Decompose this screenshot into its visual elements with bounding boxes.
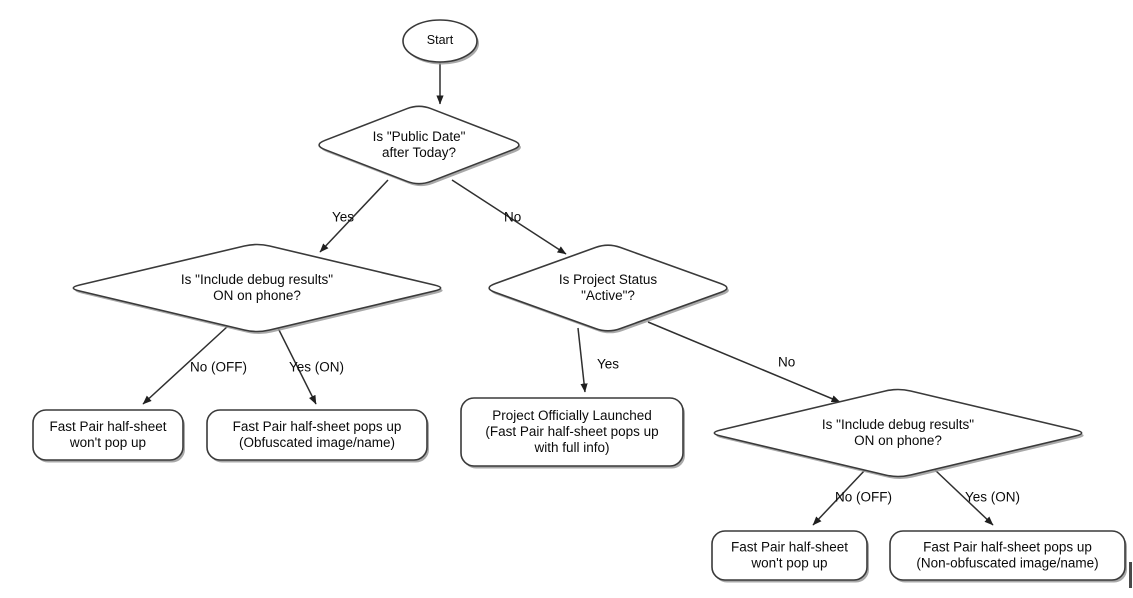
edge-public-date-yes bbox=[319, 179, 389, 253]
edge-debug-left-yes-on-label: Yes (ON) bbox=[289, 360, 344, 375]
node-terminal-right-on-label: Fast Pair half-sheet pops up(Non-obfusca… bbox=[916, 539, 1098, 570]
nodes-layer: Start Is "Public Date"after Today? Is "Inc… bbox=[32, 19, 1127, 583]
node-public-date-decision-label: Is "Public Date"after Today? bbox=[373, 129, 466, 160]
node-terminal-project-launched-label: Project Officially Launched(Fast Pair ha… bbox=[485, 408, 658, 455]
node-project-status-decision[interactable]: Is Project Status"Active"? bbox=[488, 244, 729, 334]
edge-project-status-no-label: No bbox=[778, 355, 795, 370]
node-terminal-right-on[interactable]: Fast Pair half-sheet pops up(Non-obfusca… bbox=[889, 530, 1127, 583]
edge-debug-right-no-off-label: No (OFF) bbox=[835, 490, 892, 505]
edge-project-status-no bbox=[647, 321, 841, 403]
node-debug-results-decision-right-label: Is "Include debug results"ON on phone? bbox=[822, 417, 974, 448]
node-terminal-left-on-label: Fast Pair half-sheet pops up(Obfuscated … bbox=[233, 419, 402, 450]
node-debug-results-decision-left[interactable]: Is "Include debug results"ON on phone? bbox=[72, 243, 443, 335]
edge-project-status-yes bbox=[577, 327, 588, 393]
node-terminal-left-on[interactable]: Fast Pair half-sheet pops up(Obfuscated … bbox=[206, 409, 429, 463]
edge-debug-right-no-off bbox=[812, 469, 866, 526]
edge-public-date-no-label: No bbox=[504, 210, 521, 225]
node-project-status-decision-label: Is Project Status"Active"? bbox=[559, 272, 658, 303]
node-public-date-decision[interactable]: Is "Public Date"after Today? bbox=[318, 105, 521, 187]
edge-debug-left-no-off-label: No (OFF) bbox=[190, 360, 247, 375]
edge-project-status-yes-label: Yes bbox=[597, 357, 619, 372]
node-terminal-project-launched[interactable]: Project Officially Launched(Fast Pair ha… bbox=[460, 397, 685, 469]
edges-layer bbox=[142, 62, 994, 526]
page-edge-mark bbox=[1129, 562, 1132, 588]
edge-public-date-no bbox=[451, 179, 567, 255]
node-start-label: Start bbox=[427, 33, 454, 47]
edge-debug-right-yes-on bbox=[934, 469, 994, 526]
node-debug-results-decision-left-label: Is "Include debug results"ON on phone? bbox=[181, 272, 333, 303]
node-start[interactable]: Start bbox=[402, 19, 479, 65]
edge-public-date-yes-label: Yes bbox=[332, 210, 354, 225]
edge-debug-left-yes-on bbox=[276, 325, 317, 405]
node-debug-results-decision-right[interactable]: Is "Include debug results"ON on phone? bbox=[713, 388, 1084, 480]
edge-debug-left-no-off bbox=[142, 325, 229, 405]
edge-debug-right-yes-on-label: Yes (ON) bbox=[965, 490, 1020, 505]
